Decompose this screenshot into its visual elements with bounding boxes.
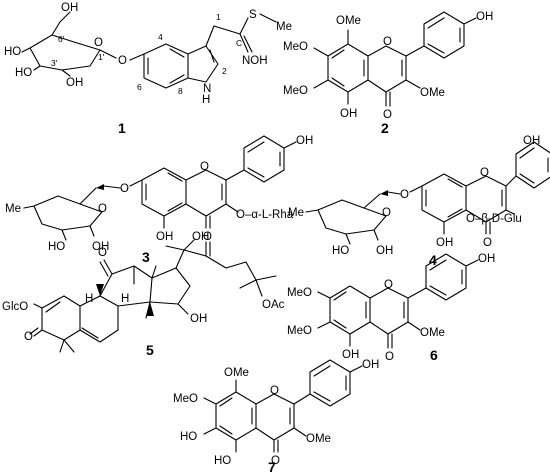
c6-oh4p-label: OH bbox=[478, 253, 495, 265]
c3-me-label: Me bbox=[5, 203, 21, 215]
c4-ho3-label: HO bbox=[332, 245, 349, 257]
c1-locant-8: 8 bbox=[178, 86, 183, 96]
c3-oh4p-label: OH bbox=[296, 135, 313, 147]
c3-oh5-label: OH bbox=[156, 231, 173, 243]
c2-oh4p-label: OH bbox=[476, 11, 493, 23]
c7-ho5-label: HO bbox=[214, 455, 231, 467]
c6-meo7-label: MeO bbox=[287, 287, 312, 299]
c1-locant-2: 2 bbox=[222, 66, 227, 76]
c3-oh2-label: OH bbox=[92, 241, 109, 253]
compound-6: MeO MeO OH O O OMe OH 6 bbox=[287, 253, 495, 363]
compound-1: OH HO HO OH O O S Me NOH N H 6' 3' 1' 4 … bbox=[4, 2, 292, 136]
c1-nh-label: N bbox=[203, 83, 211, 95]
c2-ome8-label: OMe bbox=[336, 15, 361, 27]
c1-ho4-label: HO bbox=[4, 46, 21, 58]
compound-number-6: 6 bbox=[430, 347, 438, 363]
c2-ome3-label: OMe bbox=[420, 87, 445, 99]
c1-locant-c: C bbox=[236, 38, 242, 48]
c5-me14-wedge bbox=[146, 302, 154, 316]
c2-meo7-label: MeO bbox=[283, 41, 308, 53]
c2-oh5-label: OH bbox=[340, 108, 357, 120]
c1-oh2-label: OH bbox=[66, 77, 83, 89]
c1-locant-6: 6 bbox=[137, 82, 142, 92]
c1-glyco-o-label: O bbox=[118, 55, 127, 67]
c5-oh20-label: OH bbox=[192, 231, 209, 243]
c3-rha-label: O–α-L-Rha bbox=[236, 209, 294, 221]
c2-ring-o-label: O bbox=[383, 36, 392, 48]
c3-carbonyl-label: O bbox=[203, 231, 212, 243]
c7-ome8-label: OMe bbox=[224, 367, 249, 379]
c7-carbonyl-label: O bbox=[271, 455, 280, 467]
c1-me-label: Me bbox=[276, 21, 292, 33]
compound-number-3: 3 bbox=[142, 249, 150, 265]
c1-noh-label: NOH bbox=[242, 55, 268, 67]
compound-2: OMe MeO MeO OH O O OMe OH 2 bbox=[283, 11, 493, 136]
c6-meo6-label: MeO bbox=[287, 325, 312, 337]
c1-s-label: S bbox=[249, 9, 257, 21]
c2-meo6-label: MeO bbox=[283, 85, 308, 97]
c1-locant-6p: 6' bbox=[58, 34, 65, 44]
c3-ho3-label: HO bbox=[48, 241, 65, 253]
compound-5: GlcO O O H H OH O OH OAc 5 bbox=[2, 231, 285, 358]
c1-ring-o-label: O bbox=[94, 37, 103, 49]
c1-oh6-label: OH bbox=[61, 2, 78, 14]
compound-3: Me O O HO OH O OH O O–α-L-Rha OH 3 bbox=[5, 135, 313, 265]
c5-h10-label: H bbox=[85, 293, 93, 305]
c1-locant-1: 1 bbox=[216, 12, 221, 22]
c4-me-label: Me bbox=[288, 207, 304, 219]
compound-7: OMe MeO HO HO O O OMe OH 7 bbox=[173, 359, 379, 473]
c1-h-label: H bbox=[202, 94, 210, 106]
c6-carbonyl-label: O bbox=[385, 351, 394, 363]
c6-ring-o-label: O bbox=[384, 279, 393, 291]
c3-anomeric-wedge bbox=[96, 184, 104, 190]
c1-locant-1p: 1' bbox=[98, 52, 105, 62]
compound-number-7: 7 bbox=[268, 459, 276, 473]
c1-ho3-label: HO bbox=[15, 67, 32, 79]
c4-oh2-label: OH bbox=[376, 245, 393, 257]
c1-locant-3p: 3' bbox=[51, 58, 58, 68]
c4-oh5-label: OH bbox=[436, 237, 453, 249]
c5-oh16-label: OH bbox=[190, 313, 207, 325]
c5-oac-label: OAc bbox=[262, 299, 285, 311]
c3-glyco-o-label: O bbox=[120, 183, 129, 195]
c4-carbonyl-label: O bbox=[483, 237, 492, 249]
compound-4: Me O O HO OH O OH O O–β-D-Glu OH 4 bbox=[288, 135, 550, 268]
c4-glyco-o-label: O bbox=[400, 189, 409, 201]
c6-ome3-label: OMe bbox=[420, 327, 445, 339]
c5-glco-label: GlcO bbox=[2, 301, 28, 313]
c2-carbonyl-label: O bbox=[383, 109, 392, 121]
c7-oh4p-label: OH bbox=[362, 359, 379, 371]
c7-ring-o-label: O bbox=[270, 385, 279, 397]
c4-oh4p-label: OH bbox=[523, 135, 540, 147]
c7-meo7-label: MeO bbox=[173, 393, 198, 405]
compound-number-2: 2 bbox=[381, 120, 389, 136]
c6-oh5-label: OH bbox=[342, 349, 359, 361]
c7-ome3-label: OMe bbox=[306, 433, 331, 445]
c3-ring-o-label: O bbox=[98, 203, 107, 215]
c4-chromone-o-label: O bbox=[480, 167, 489, 179]
c4-anomeric-wedge bbox=[380, 190, 388, 196]
c4-glu-label: O–β-D-Glu bbox=[466, 213, 522, 225]
c3-chromone-o-label: O bbox=[200, 161, 209, 173]
c5-me10-wedge bbox=[96, 284, 104, 296]
c7-ho6-label: HO bbox=[180, 431, 197, 443]
c4-ring-o-label: O bbox=[382, 207, 391, 219]
compound-number-1: 1 bbox=[118, 120, 126, 136]
c5-ketone11-label: O bbox=[98, 247, 107, 259]
compound-number-5: 5 bbox=[146, 342, 154, 358]
compound-number-4: 4 bbox=[429, 252, 437, 268]
c5-ketone3-label: O bbox=[24, 331, 33, 343]
c1-locant-4: 4 bbox=[158, 32, 163, 42]
c5-h8-label: H bbox=[121, 293, 129, 305]
